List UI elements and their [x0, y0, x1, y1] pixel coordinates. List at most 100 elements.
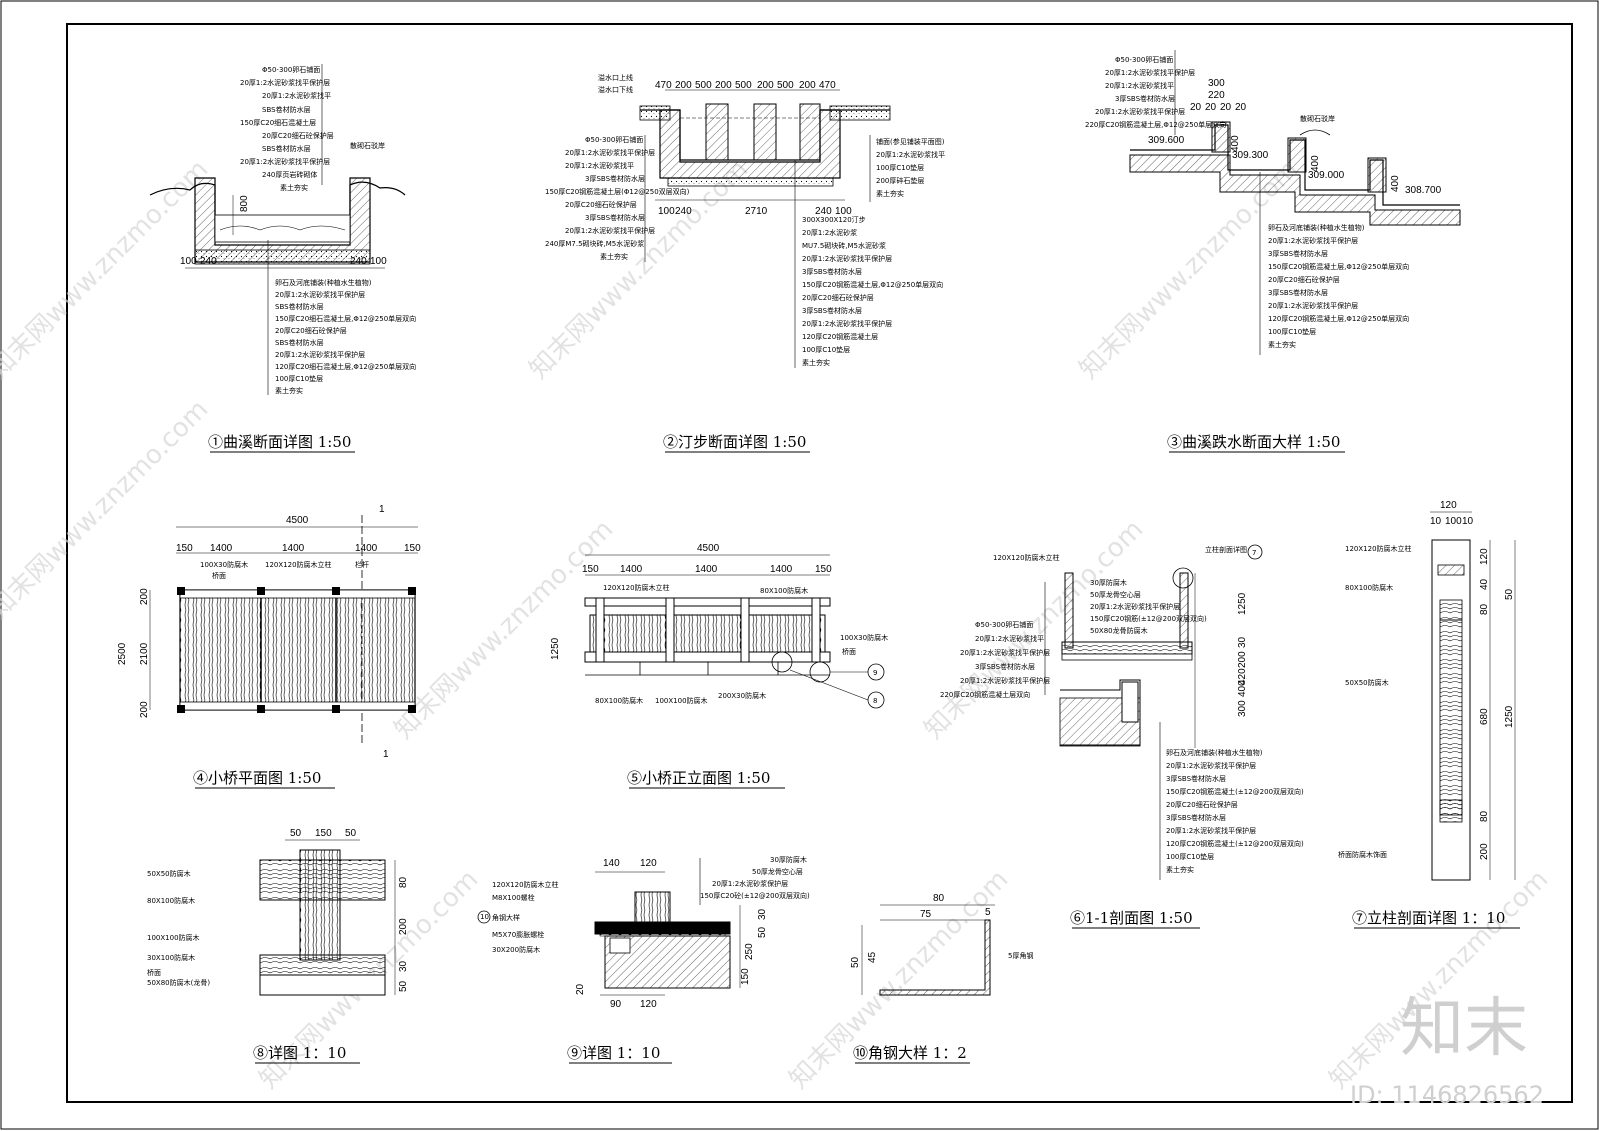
dim-label: 500: [777, 80, 794, 91]
layer-note: 20厚C20细石砼保护层: [565, 200, 637, 209]
layer-note: 150厚C20砼(±12@200双层双向): [700, 891, 810, 900]
layer-note: SBS卷材防水层: [262, 105, 311, 114]
layer-note: 20厚1:2水泥砂浆找平保护层: [240, 157, 330, 166]
layer-note: 素土夯实: [802, 358, 830, 367]
layer-note: 300X300X120汀步: [802, 216, 866, 224]
layer-note: 素土夯实: [1268, 340, 1296, 349]
label-note: 200X30防腐木: [718, 691, 766, 700]
level-label: 309.000: [1308, 170, 1345, 181]
dim-label: 4500: [697, 543, 720, 554]
layer-note: 150厚C20钢筋混凝土层,Φ12@250单层双向: [802, 280, 943, 289]
dim-label: 100: [180, 256, 197, 267]
layer-note: 3厚SBS卷材防水层: [1268, 249, 1328, 258]
layer-note: 100厚C10垫层: [275, 374, 323, 383]
layer-note: 20厚1:2水泥砂浆找平保护层: [275, 350, 365, 359]
dim-label: 50: [345, 828, 357, 839]
layer-note: 150厚C20钢筋(±12@200双层双向): [1090, 614, 1207, 623]
layer-note: 3厚SBS卷材防水层: [1268, 288, 1328, 297]
layer-note: 铺面(参见铺装平面图): [876, 137, 945, 146]
label-note: 50X80防腐木(龙骨): [147, 978, 210, 987]
layer-note: 卵石及河底铺装(种植水生植物): [1268, 223, 1365, 232]
layer-note: 20厚C20细石砼保护层: [275, 326, 347, 335]
dim-label: 80: [933, 893, 945, 904]
layer-note: 3厚SBS卷材防水层: [802, 267, 862, 276]
layer-note: Φ50-300卵石铺面: [975, 620, 1033, 629]
layer-note: 20厚1:2水泥砂浆找平保护层: [1090, 602, 1180, 611]
label-note: 80X100防腐木: [147, 896, 195, 905]
layer-note: 240厚页岩砖砌体: [262, 170, 317, 179]
dim-label: 1400: [355, 543, 378, 554]
layer-note: SBS卷材防水层: [262, 144, 311, 153]
dim-label: 20: [1235, 102, 1247, 113]
layer-note: 20厚1:2水泥砂浆找平保护层: [960, 648, 1050, 657]
label-note: 80X100防腐木: [1345, 583, 1393, 592]
layer-note: 20厚1:2水泥砂浆找平保护层: [565, 148, 655, 157]
layer-note: 120厚C20细石混凝土层,Φ12@250单层双向: [275, 362, 416, 371]
layer-note: 20厚C20细石砼保护层: [1166, 800, 1238, 809]
dim-label: 1400: [210, 543, 233, 554]
label-note: 120X120防腐木立柱: [1345, 544, 1412, 553]
dim-label: 120: [1479, 548, 1490, 565]
dim-label: 150: [176, 543, 193, 554]
dim-label: 1250: [1504, 705, 1515, 728]
dim-label: 30: [398, 960, 409, 972]
dim-label: 50: [398, 980, 409, 992]
detail-3-cascade-section: Φ50-300卵石铺面 20厚1:2水泥砂浆找平保护层 20厚1:2水泥砂浆找平…: [1085, 50, 1461, 453]
layer-note: 20厚1:2水泥砂浆找平保护层: [1105, 68, 1195, 77]
detail-6-section-1-1: 120X120防腐木立柱 立柱剖面详图 7 1250 30 200 420 30…: [940, 544, 1304, 929]
detail-2-stepping-stone-section: 470 200 500 200 500 200 500 200 470 溢水口上…: [545, 73, 945, 453]
layer-note: 20厚1:2水泥砂浆找平保护层: [1166, 761, 1256, 770]
layer-note: 150厚C20钢筋混凝土层(Φ12@250双层双向): [545, 187, 690, 196]
level-label: 309.300: [1232, 150, 1269, 161]
ref-mark: 10: [480, 913, 489, 921]
label-note: 80X100防腐木: [760, 586, 808, 595]
dim-label: 30: [757, 908, 768, 920]
layer-note: Φ50-300卵石铺面: [262, 65, 320, 74]
ref-mark: 7: [1252, 549, 1256, 557]
layer-note: 20厚1:2水泥砂浆找平保护层: [802, 319, 892, 328]
label-note: 120X120防腐木立柱: [492, 880, 559, 889]
detail-7-post-section: 120 10 100 10 120 40 50 80 680 80 200 12…: [1338, 500, 1520, 929]
label-note: 桥面: [842, 647, 856, 656]
label-note: 桥面防腐木饰面: [1338, 850, 1387, 859]
dim-label: 2100: [139, 642, 150, 665]
dim-label: 20: [1190, 102, 1202, 113]
dim-label: 240: [815, 206, 832, 217]
layer-note: 150厚C20细石混凝土层,Φ12@250单层双向: [275, 314, 416, 323]
layer-note: 150厚C20钢筋混凝土层,Φ12@250单层双向: [1268, 262, 1409, 271]
detail-title: ⑦立柱剖面详图 1：10: [1352, 909, 1505, 927]
dim-label: 2710: [745, 206, 768, 217]
detail-1-creek-section: 800 100 240 240 100 Φ50-300卵石铺面 20厚1:2水泥…: [149, 64, 416, 453]
label-note: 50X50防腐木: [147, 869, 191, 878]
layer-note: 3厚SBS卷材防水层: [1166, 774, 1226, 783]
layer-note: 20厚1:2水泥砂浆找平: [975, 634, 1044, 643]
layer-note: 20厚1:2水泥砂浆找平保护层: [275, 290, 365, 299]
layer-note: 220厚C20钢筋混凝土层双向: [940, 690, 1030, 699]
label-note: 100X100防腐木: [655, 696, 708, 705]
layer-note: 30厚防腐木: [1090, 578, 1127, 587]
layer-note: 20厚1:2水泥砂浆找平保护层: [240, 78, 330, 87]
detail-8-joint-detail: 50 150 50 80 200 50 30 50X50防腐木 80X100防腐…: [147, 828, 409, 1064]
dim-label: 400: [1237, 680, 1248, 697]
detail-10-angle-steel: 80 75 50 45 5 5厚角钢 ⑩角钢大样 1：2: [850, 893, 1033, 1064]
dim-label: 1400: [770, 564, 793, 575]
layer-note: 素土夯实: [876, 189, 904, 198]
dim-label: 220: [1208, 90, 1225, 101]
dim-label: 20: [1220, 102, 1232, 113]
dim-label: 250: [744, 943, 755, 960]
dim-label: 80: [398, 876, 409, 888]
section-mark: 1: [383, 749, 389, 760]
layer-note: 3厚SBS卷材防水层: [1115, 94, 1175, 103]
label-note: 栏杆: [355, 560, 369, 569]
layer-note: SBS卷材防水层: [275, 302, 324, 311]
inner-frame: [66, 23, 1573, 1103]
brand-logo: 知末: [1400, 992, 1528, 1066]
dim-label: 40: [1479, 578, 1490, 590]
dim-label: 150: [404, 543, 421, 554]
layer-note: 3厚SBS卷材防水层: [585, 213, 645, 222]
layer-note: 素土夯实: [600, 252, 628, 261]
watermark-text: 知末网www.znzmo.com: [389, 514, 620, 745]
layer-note: 20厚1:2水泥砂浆找平: [262, 91, 331, 100]
